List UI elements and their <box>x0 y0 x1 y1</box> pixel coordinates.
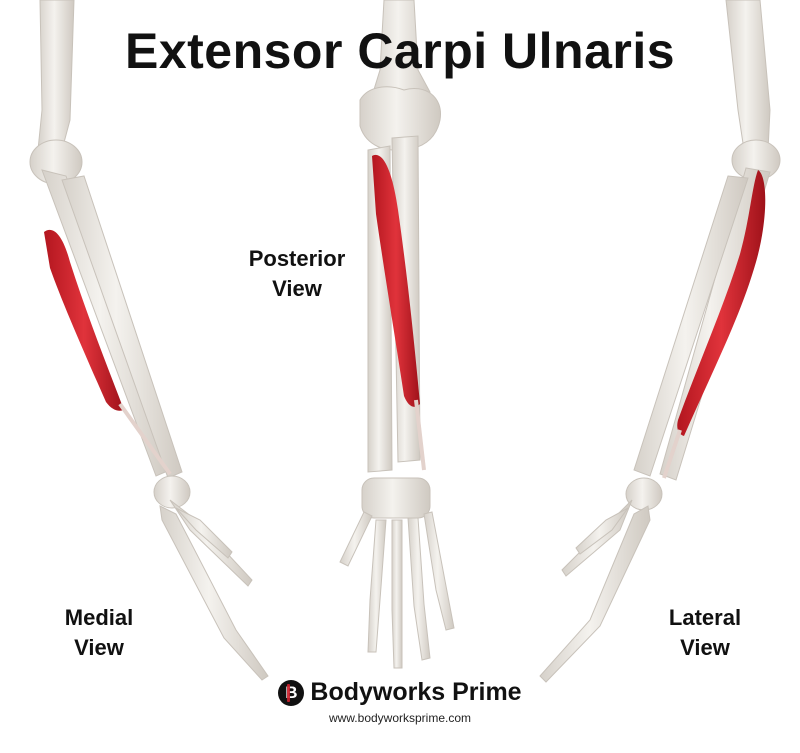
lateral-view-label-line2: View <box>680 635 730 660</box>
posterior-extensor-carpi-ulnaris-muscle <box>372 154 420 407</box>
medial-view-label: Medial View <box>44 603 154 663</box>
posterior-view-label-line1: Posterior <box>248 246 346 271</box>
lateral-view-forearm <box>539 0 781 683</box>
brand-url: www.bodyworksprime.com <box>328 711 472 725</box>
brand-footer: B Bodyworks Prime www.bodyworksprime.com <box>0 678 800 725</box>
medial-finger-bones <box>159 505 269 681</box>
medial-extensor-carpi-ulnaris-muscle <box>44 229 124 411</box>
posterior-hand-bones <box>339 511 455 669</box>
medial-radius-bone <box>61 175 183 479</box>
page-title: Extensor Carpi Ulnaris <box>124 23 676 79</box>
lateral-wrist-bones <box>625 477 663 511</box>
lateral-view-label: Lateral View <box>650 603 760 663</box>
lateral-muscle-tendon <box>662 429 682 479</box>
medial-view-label-line2: View <box>74 635 124 660</box>
posterior-wrist-bones <box>361 477 431 519</box>
lateral-view-label-line1: Lateral <box>668 605 742 630</box>
posterior-view-label: Posterior View <box>232 244 362 304</box>
lateral-extensor-carpi-ulnaris-muscle <box>677 170 766 436</box>
medial-muscle-tendon <box>118 402 172 476</box>
medial-view-label-line1: Medial <box>64 605 134 630</box>
brand-name: Bodyworks Prime <box>310 678 522 706</box>
lateral-finger-bones <box>539 505 651 683</box>
brand-logo-row: B Bodyworks Prime <box>278 678 522 707</box>
posterior-muscle-tendon <box>414 399 426 471</box>
medial-wrist-bones <box>153 475 191 509</box>
posterior-humerus-bone <box>371 0 431 97</box>
posterior-view-label-line2: View <box>272 276 322 301</box>
brand-logo-icon: B <box>278 679 305 706</box>
lateral-radius-bone <box>633 175 749 477</box>
medial-view-forearm <box>29 0 269 681</box>
posterior-view-forearm <box>339 0 455 669</box>
